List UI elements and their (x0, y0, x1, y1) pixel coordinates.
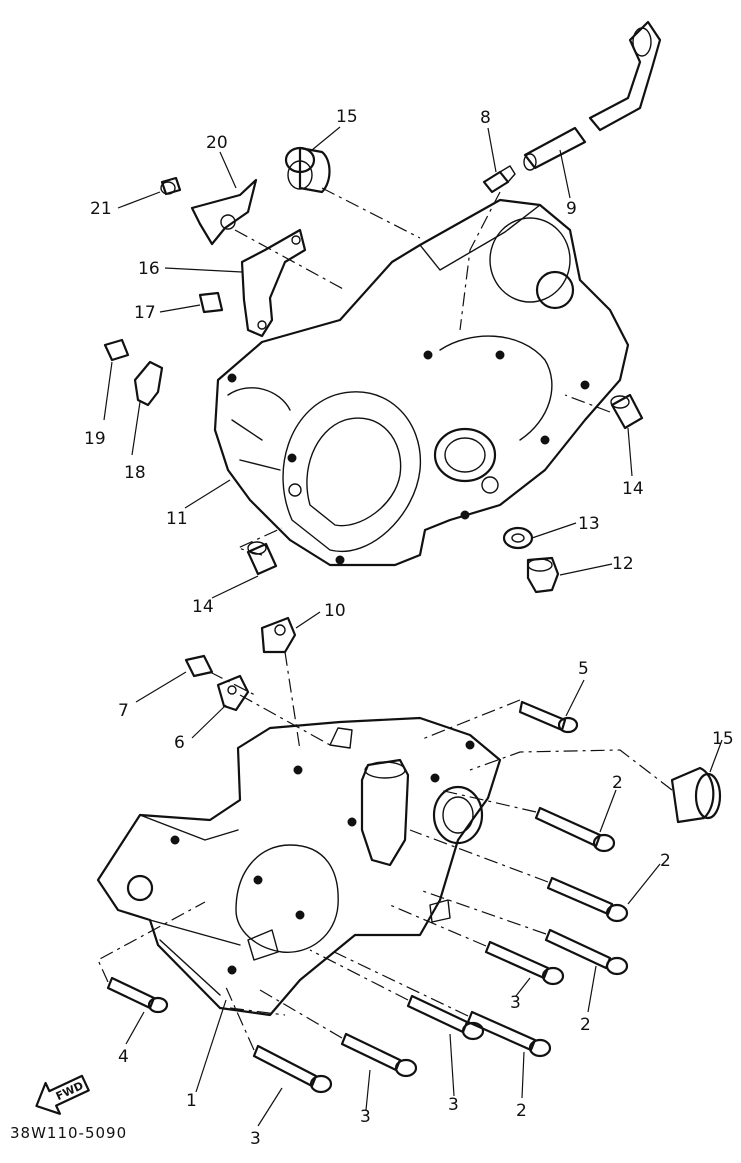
alignment-lines (97, 187, 673, 1051)
bolt-21 (160, 176, 182, 196)
callout-1: 1 (186, 1091, 197, 1111)
diagram-code: 38W110-5090 (10, 1124, 127, 1142)
bolt-3-d (252, 1044, 333, 1094)
upper-crankcase-half (213, 198, 630, 567)
callout-6: 6 (174, 733, 185, 753)
callout-8: 8 (480, 108, 491, 128)
screw-19 (103, 338, 130, 362)
callout-3-a: 3 (510, 993, 521, 1013)
bolt-3-a (484, 940, 565, 986)
callout-14-left: 14 (192, 597, 214, 617)
breather-pipe (588, 20, 662, 132)
bolt-3-c (340, 1032, 418, 1078)
bolt-2-b (546, 876, 629, 923)
callout-17: 17 (134, 303, 156, 323)
callout-2-c: 2 (580, 1015, 591, 1035)
callout-19: 19 (84, 429, 106, 449)
callout-2-d: 2 (516, 1101, 527, 1121)
dowel-14-left (246, 541, 278, 576)
bolt-3-b (406, 994, 485, 1041)
screw-17 (198, 291, 224, 314)
callout-3-c: 3 (360, 1107, 371, 1127)
lower-crankcase-half (96, 716, 502, 1017)
callout-10: 10 (324, 601, 346, 621)
callout-12: 12 (612, 554, 634, 574)
bracket-16 (240, 228, 307, 338)
callout-4: 4 (118, 1047, 129, 1067)
callout-3-d: 3 (250, 1129, 261, 1149)
clamp-18 (133, 360, 164, 407)
callout-21: 21 (90, 199, 112, 219)
callout-2-a: 2 (612, 773, 623, 793)
screw-7 (184, 654, 214, 678)
bolt-4 (106, 976, 169, 1014)
callout-13: 13 (578, 514, 600, 534)
callout-16: 16 (138, 259, 160, 279)
callout-15-upper: 15 (336, 107, 358, 127)
callout-9: 9 (566, 199, 577, 219)
callout-15-lower: 15 (712, 729, 734, 749)
bolt-5 (518, 700, 579, 734)
bushing-15-upper (284, 146, 331, 194)
bushing-15-lower (670, 766, 722, 824)
bracket-6 (216, 674, 250, 712)
callout-5: 5 (578, 659, 589, 679)
bolt-2-a (534, 806, 616, 853)
leader-lines (103, 126, 723, 1127)
callout-2-b: 2 (660, 851, 671, 871)
dowel-14-right (610, 393, 644, 430)
callout-3-b: 3 (448, 1095, 459, 1115)
bolt-2-c (544, 928, 629, 976)
fwd-arrow: FWD (35, 1074, 90, 1115)
callout-18: 18 (124, 463, 146, 483)
washer-13 (502, 526, 534, 550)
clip-10 (260, 616, 297, 654)
bolt-2-d (466, 1010, 552, 1058)
callout-labels: 20 21 15 8 9 16 17 19 18 11 14 14 13 12 … (84, 107, 734, 1149)
hose-9 (523, 126, 587, 171)
callout-20: 20 (206, 133, 228, 153)
callout-7: 7 (118, 701, 129, 721)
callout-11: 11 (166, 509, 188, 529)
callout-14-right: 14 (622, 479, 644, 499)
nipple-8 (482, 165, 516, 194)
drain-plug-12 (526, 556, 560, 594)
plate-20 (190, 178, 258, 246)
